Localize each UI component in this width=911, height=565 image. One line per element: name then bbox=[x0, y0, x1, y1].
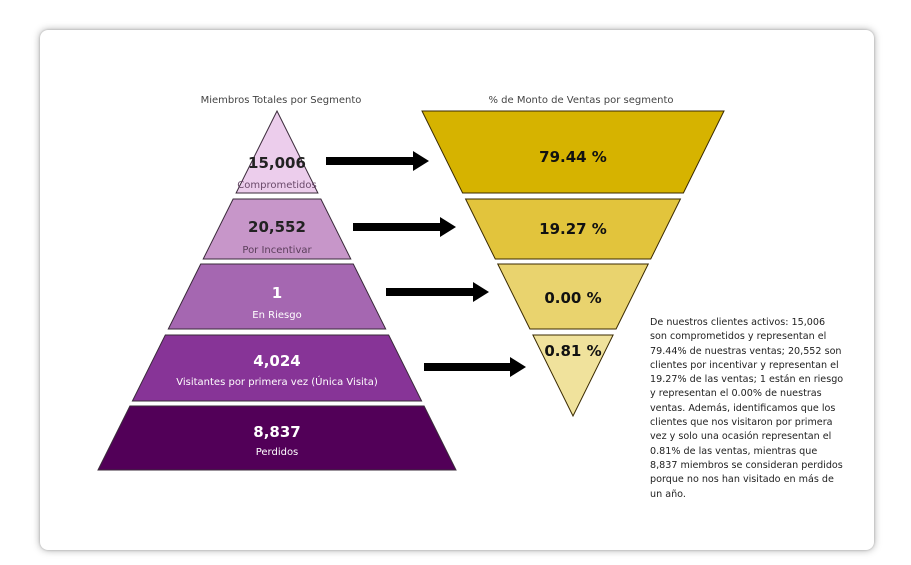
right-arrow-icon bbox=[424, 357, 526, 377]
funnel-value-label: 79.44 % bbox=[539, 148, 607, 166]
pyramid-category-label: Por Incentivar bbox=[242, 245, 312, 256]
right-arrow-icon bbox=[353, 217, 456, 237]
pyramid-value-label: 20,552 bbox=[248, 218, 306, 236]
funnel-layer-4 bbox=[532, 334, 614, 418]
right-arrow-icon bbox=[326, 151, 429, 171]
pyramid-title: Miembros Totales por Segmento bbox=[201, 95, 362, 106]
arrows-group bbox=[326, 151, 526, 377]
pyramid-layer-2 bbox=[202, 198, 352, 260]
funnel-chart: 79.44 % 19.27 % 0.00 % 0.81 % bbox=[421, 110, 725, 418]
pyramid-category-label: Visitantes por primera vez (Única Visita… bbox=[176, 375, 378, 388]
pyramid-category-label: Comprometidos bbox=[237, 180, 316, 191]
pyramid-value-label: 8,837 bbox=[253, 423, 300, 441]
pyramid-category-label: Perdidos bbox=[256, 447, 299, 458]
pyramid-category-label: En Riesgo bbox=[252, 310, 301, 321]
funnel-layer-2 bbox=[464, 198, 682, 260]
pyramid-value-label: 15,006 bbox=[248, 154, 306, 172]
summary-text: De nuestros clientes activos: 15,006 son… bbox=[650, 317, 844, 500]
funnel-value-label: 0.00 % bbox=[544, 289, 601, 307]
pyramid-layer-4 bbox=[131, 334, 423, 402]
pyramid-layer-1 bbox=[235, 109, 319, 194]
pyramid-layer-3 bbox=[167, 263, 387, 330]
funnel-title: % de Monto de Ventas por segmento bbox=[488, 95, 673, 106]
funnel-layer-3 bbox=[496, 263, 650, 330]
funnel-value-label: 19.27 % bbox=[539, 220, 607, 238]
pyramid-layer-5 bbox=[97, 405, 457, 471]
pyramid-value-label: 1 bbox=[272, 284, 282, 302]
funnel-value-label: 0.81 % bbox=[544, 342, 601, 360]
pyramid-value-label: 4,024 bbox=[253, 352, 300, 370]
right-arrow-icon bbox=[386, 282, 489, 302]
funnel-layer-1 bbox=[421, 110, 725, 194]
